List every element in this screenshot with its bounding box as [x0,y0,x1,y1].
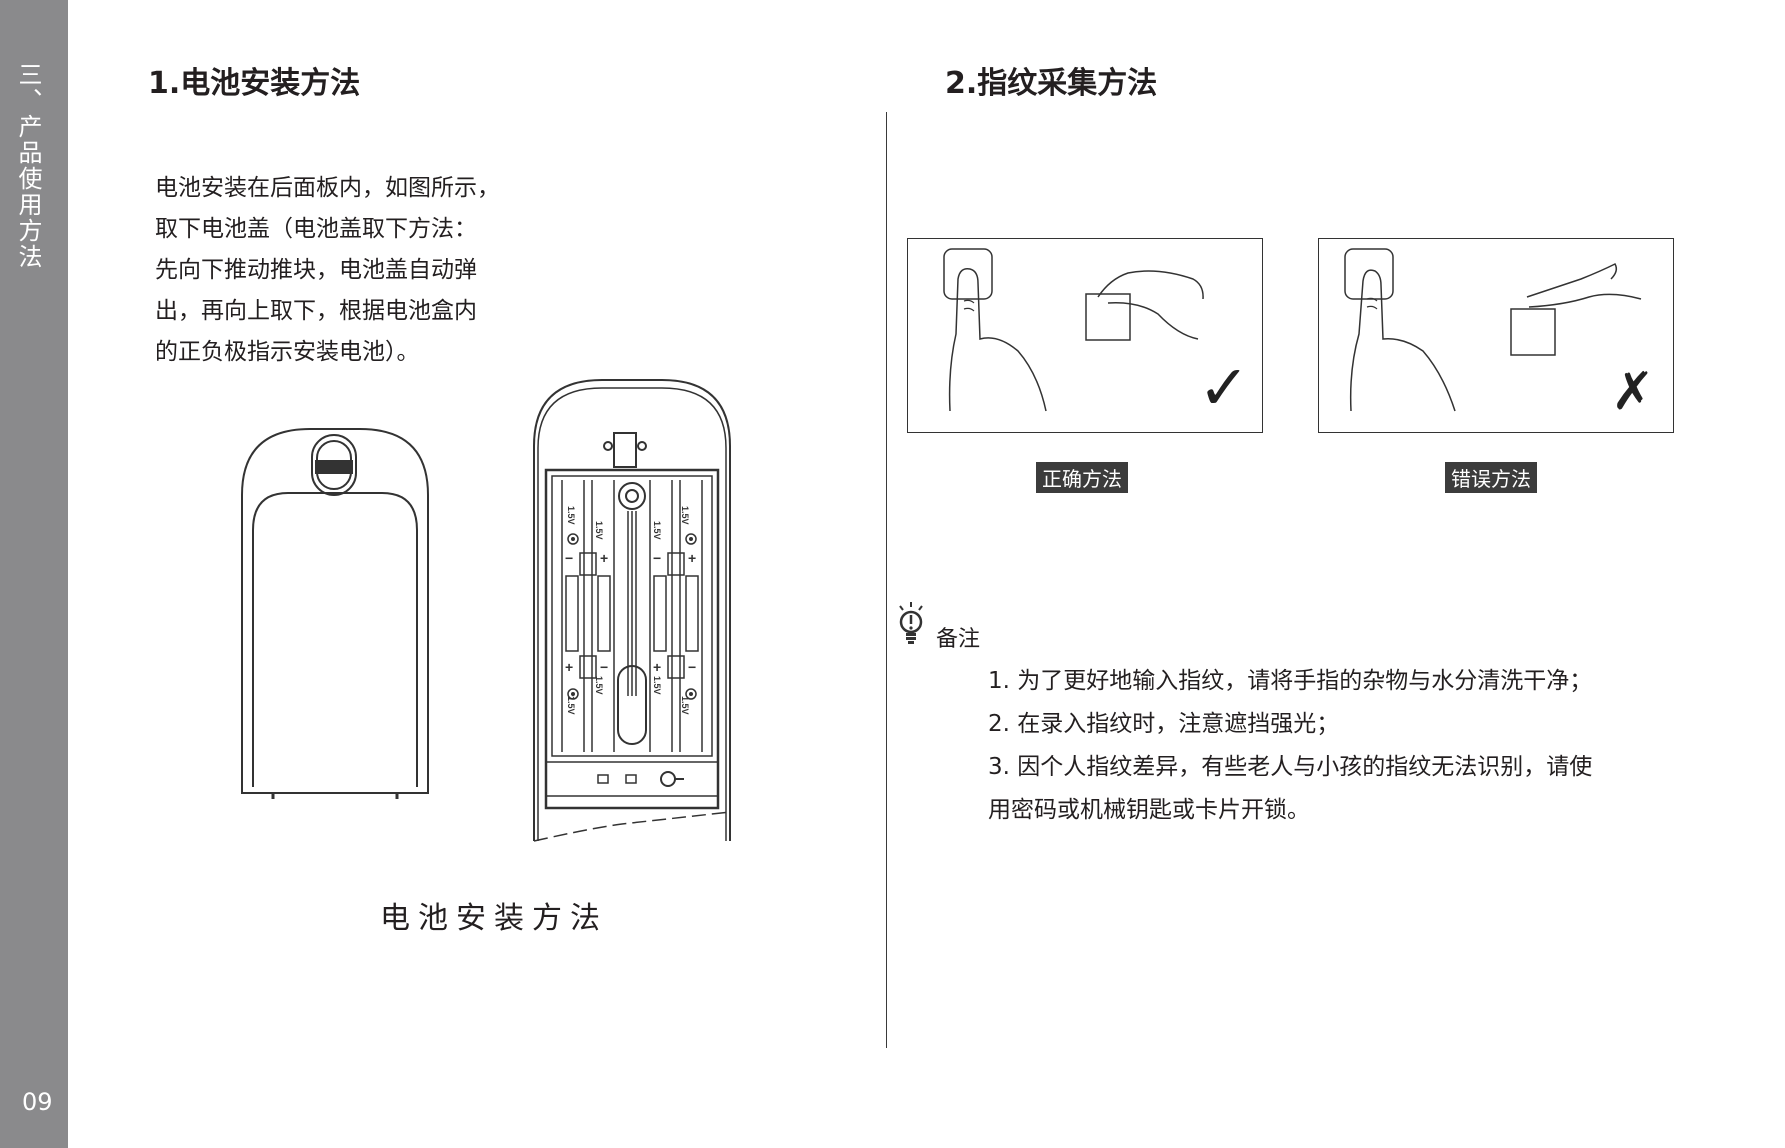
battery-cover-illustration [241,428,429,799]
instruction-line: 先向下推动推块，电池盖自动弹 [155,257,477,283]
cell-voltage-label: 1.5V [594,676,604,695]
polarity-plus: + [600,550,608,566]
wrong-method-figure: ✗ [1318,238,1674,433]
cell-voltage-label: 1.5V [566,696,576,715]
polarity-plus: + [565,659,573,675]
cell-voltage-label: 1.5V [680,696,690,715]
correct-method-label: 正确方法 [1036,462,1128,493]
fingerprint-heading: 2.指纹采集方法 [945,66,1158,101]
battery-caption: 电池安装方法 [380,901,608,936]
instruction-line: 出，再向上取下，根据电池盒内 [155,298,477,324]
battery-instructions: 电池安装在后面板内，如图所示， 取下电池盖（电池盖取下方法： 先向下推动推块，电… [155,168,555,373]
polarity-plus: + [688,550,696,566]
note-item: 2. 在录入指纹时，注意遮挡强光； [988,711,1340,737]
note-item: 用密码或机械钥匙或卡片开锁。 [988,797,1310,823]
polarity-minus: − [565,550,573,566]
polarity-minus: − [653,550,661,566]
cell-voltage-label: 1.5V [652,521,662,540]
correct-check-icon: ✓ [1198,351,1250,424]
note-item: 3. 因个人指纹差异，有些老人与小孩的指纹无法识别，请使 [988,754,1593,780]
wrong-method-label: 错误方法 [1445,462,1537,493]
wrong-cross-icon: ✗ [1611,362,1655,422]
lightbulb-icon [899,602,923,644]
battery-compartment-illustration: 1.5V 1.5V 1.5V 1.5V 1.5V 1.5V 1.5V 1.5V … [533,379,731,842]
notes-list: 1. 为了更好地输入指纹，请将手指的杂物与水分清洗干净； 2. 在录入指纹时，注… [988,660,1592,832]
instruction-line: 电池安装在后面板内，如图所示， [155,175,500,201]
polarity-plus: + [653,659,661,675]
note-item: 1. 为了更好地输入指纹，请将手指的杂物与水分清洗干净； [988,668,1593,694]
section-title: 三、产品使用方法 [14,62,42,270]
cell-voltage-label: 1.5V [680,506,690,525]
instruction-line: 取下电池盖（电池盖取下方法： [155,216,477,242]
wrong-finger-illustration: ✗ [1344,248,1655,422]
cell-voltage-label: 1.5V [594,521,604,540]
correct-method-figure: ✓ [907,238,1263,433]
sidebar: 三、产品使用方法 09 [0,0,68,1148]
correct-finger-illustration: ✓ [943,248,1250,424]
notes-label: 备注 [936,627,981,652]
column-divider [886,112,887,1048]
battery-heading: 1.电池安装方法 [148,66,361,101]
polarity-minus: − [688,659,696,675]
page-number: 09 [22,1088,53,1116]
instruction-line: 的正负极指示安装电池）。 [155,339,420,365]
cell-voltage-label: 1.5V [652,676,662,695]
cell-voltage-label: 1.5V [566,506,576,525]
polarity-minus: − [600,659,608,675]
